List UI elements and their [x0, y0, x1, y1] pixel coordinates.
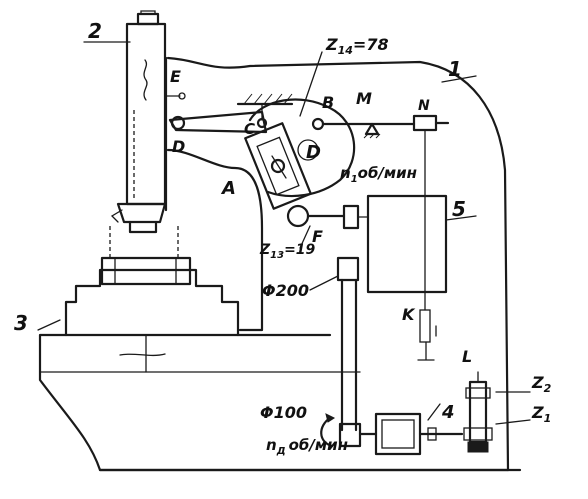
pinion-and-motor [286, 194, 448, 294]
gear-pair-z1-z2 [463, 371, 493, 453]
label-z14: Z14=78 [325, 35, 389, 57]
label-f: F [312, 227, 323, 246]
label-2: 2 [88, 19, 102, 43]
label-l: L [462, 347, 472, 366]
label-z2: Z2 [531, 373, 552, 395]
label-b: B [322, 93, 334, 112]
connecting-rod [165, 92, 268, 134]
label-d-gear: D [306, 142, 321, 163]
label-z1: Z1 [531, 403, 551, 425]
ram-column [110, 10, 167, 234]
leader-lines [37, 41, 531, 425]
belt-drive [320, 256, 464, 456]
label-c: C [244, 120, 255, 138]
labels: 2 1 Z14=78 E B M N C D D n1об/мин A F Z1… [14, 19, 552, 457]
label-z13: Z13=19 [259, 242, 316, 261]
label-n1: n1об/мин [340, 164, 417, 185]
label-e: E [170, 67, 181, 86]
label-4: 4 [441, 402, 455, 423]
label-d-link: D [172, 137, 185, 156]
label-3: 3 [14, 311, 28, 335]
crank-gear [244, 98, 356, 210]
label-5: 5 [452, 197, 466, 221]
work-table [64, 226, 240, 373]
rod-k-l [417, 309, 437, 361]
label-phi200: Φ200 [262, 281, 309, 300]
label-n: N [418, 98, 430, 114]
label-1: 1 [448, 57, 462, 81]
fixed-support-c [236, 93, 294, 129]
label-phi100: Φ100 [260, 403, 307, 422]
label-a: A [220, 178, 236, 199]
label-k: K [402, 305, 416, 324]
label-m: M [356, 89, 372, 108]
link-bmn [311, 114, 450, 311]
